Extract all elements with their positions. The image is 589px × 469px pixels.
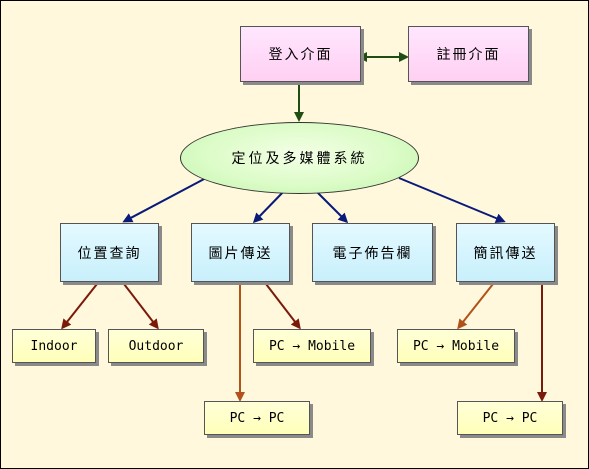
register-node: 註冊介面 — [408, 26, 529, 82]
sms-pc-mobile-node: PC → Mobile — [397, 329, 515, 363]
system-node: 定位及多媒體系統 — [180, 122, 419, 194]
bulletin-board-node: 電子佈告欄 — [312, 223, 433, 282]
sms-pc-pc-node: PC → PC — [457, 401, 563, 435]
image-pc-mobile-node: PC → Mobile — [253, 329, 371, 363]
arrow-system-sms — [398, 177, 506, 223]
sms-transfer-node: 簡訊傳送 — [456, 223, 555, 282]
arrow-sms-pc-mobile — [457, 283, 494, 330]
login-node: 登入介面 — [240, 26, 361, 82]
image-transfer-node: 圖片傳送 — [191, 223, 290, 282]
location-query-node: 位置查詢 — [60, 223, 159, 282]
arrow-image-pc-mobile — [265, 283, 301, 330]
outdoor-node: Outdoor — [108, 329, 204, 363]
image-pc-pc-node: PC → PC — [204, 401, 310, 435]
arrow-system-image — [252, 188, 287, 224]
arrow-location-outdoor — [123, 283, 159, 330]
arrow-system-bulletin — [313, 188, 349, 224]
arrow-location-indoor — [61, 283, 98, 330]
indoor-node: Indoor — [12, 329, 96, 363]
arrow-system-location — [122, 177, 207, 223]
